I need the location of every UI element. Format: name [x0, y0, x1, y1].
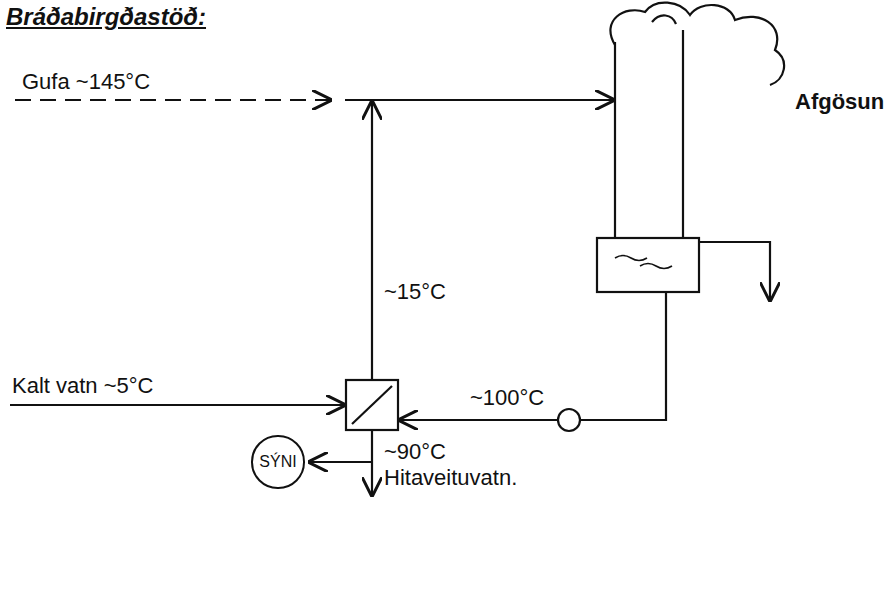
- steam-cloud: [610, 3, 784, 85]
- steam-line: [15, 99, 330, 101]
- degasser-tower: [615, 30, 683, 238]
- temperature-label: ~90°C: [384, 440, 446, 464]
- water-line: [371, 102, 373, 380]
- cold-water-line: [10, 404, 344, 406]
- stream-label: Kalt vatn ~5°C: [12, 374, 154, 398]
- drain-outlet: [699, 242, 770, 300]
- stream-label: Gufa ~145°C: [22, 70, 150, 94]
- temperature-label: ~100°C: [470, 386, 544, 410]
- heat-exchanger: [346, 380, 398, 430]
- degasser-tank: [597, 238, 699, 292]
- node-text: Afgösun: [795, 90, 884, 114]
- diagram-title: Bráðabirgðastöð:: [6, 4, 206, 30]
- stream-label: Hitaveituvatn.: [384, 466, 517, 490]
- node-text: SÝNI: [259, 453, 296, 471]
- temperature-label: ~15°C: [384, 280, 446, 304]
- pump-symbol: [558, 409, 580, 431]
- sample-circle: SÝNI: [251, 435, 304, 488]
- degasser-node: Afgösun: [615, 40, 683, 238]
